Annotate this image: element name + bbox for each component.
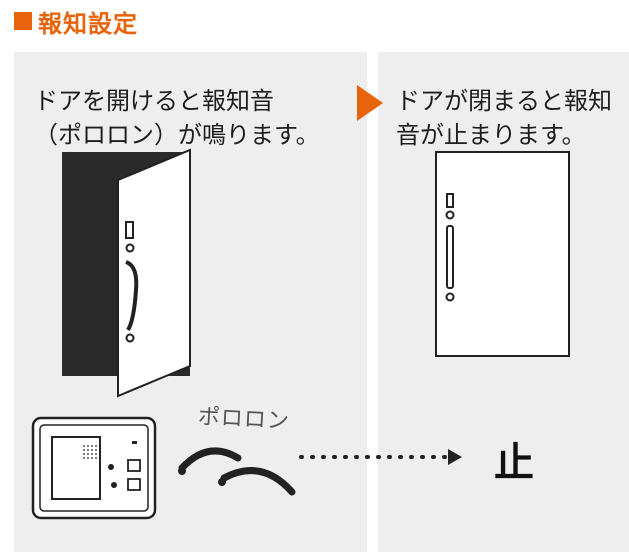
open-door-illustration bbox=[62, 148, 191, 398]
open-door-leaf bbox=[117, 148, 191, 398]
intercom-screen bbox=[51, 436, 101, 500]
title-square-icon bbox=[14, 12, 32, 30]
sound-effect-label: ポロロン bbox=[197, 404, 291, 435]
door-handle-icon bbox=[125, 260, 139, 332]
door-sensor-icon bbox=[125, 221, 134, 239]
section-title-text: 報知設定 bbox=[38, 9, 138, 38]
intercom-device-illustration bbox=[31, 416, 157, 520]
intercom-button-lower bbox=[127, 478, 141, 491]
intercom-inner-frame bbox=[39, 424, 149, 512]
closed-door-sensor-icon bbox=[446, 193, 454, 208]
stop-label: 止 bbox=[494, 440, 534, 486]
right-panel-caption: ドアが閉まると報知 音が止まります。 bbox=[396, 87, 612, 149]
sound-wave-icon bbox=[178, 447, 296, 496]
intercom-lock-indicator-icon bbox=[111, 482, 117, 488]
closed-door-lock-icon bbox=[445, 210, 455, 220]
door-lower-lock-icon bbox=[125, 333, 135, 343]
section-title: 報知設定 bbox=[14, 4, 138, 38]
right-panel-closed-door: ドアが閉まると報知 音が止まります。 bbox=[378, 52, 629, 552]
door-lock-icon bbox=[125, 243, 135, 253]
closed-door-lower-lock-icon bbox=[445, 292, 455, 302]
closed-door-leaf bbox=[435, 151, 570, 357]
closed-door-handle-icon bbox=[446, 225, 454, 289]
intercom-indicator-icon bbox=[108, 464, 114, 470]
dotted-arrow-icon bbox=[299, 449, 462, 465]
left-panel-caption: ドアを開けると報知音 （ポロロン）が鳴ります。 bbox=[34, 87, 320, 149]
transition-arrow-icon bbox=[357, 85, 383, 121]
intercom-button-upper bbox=[127, 459, 141, 472]
intercom-led-icon bbox=[132, 441, 137, 444]
closed-door-illustration bbox=[435, 151, 570, 357]
intercom-speaker-icon bbox=[83, 445, 97, 459]
